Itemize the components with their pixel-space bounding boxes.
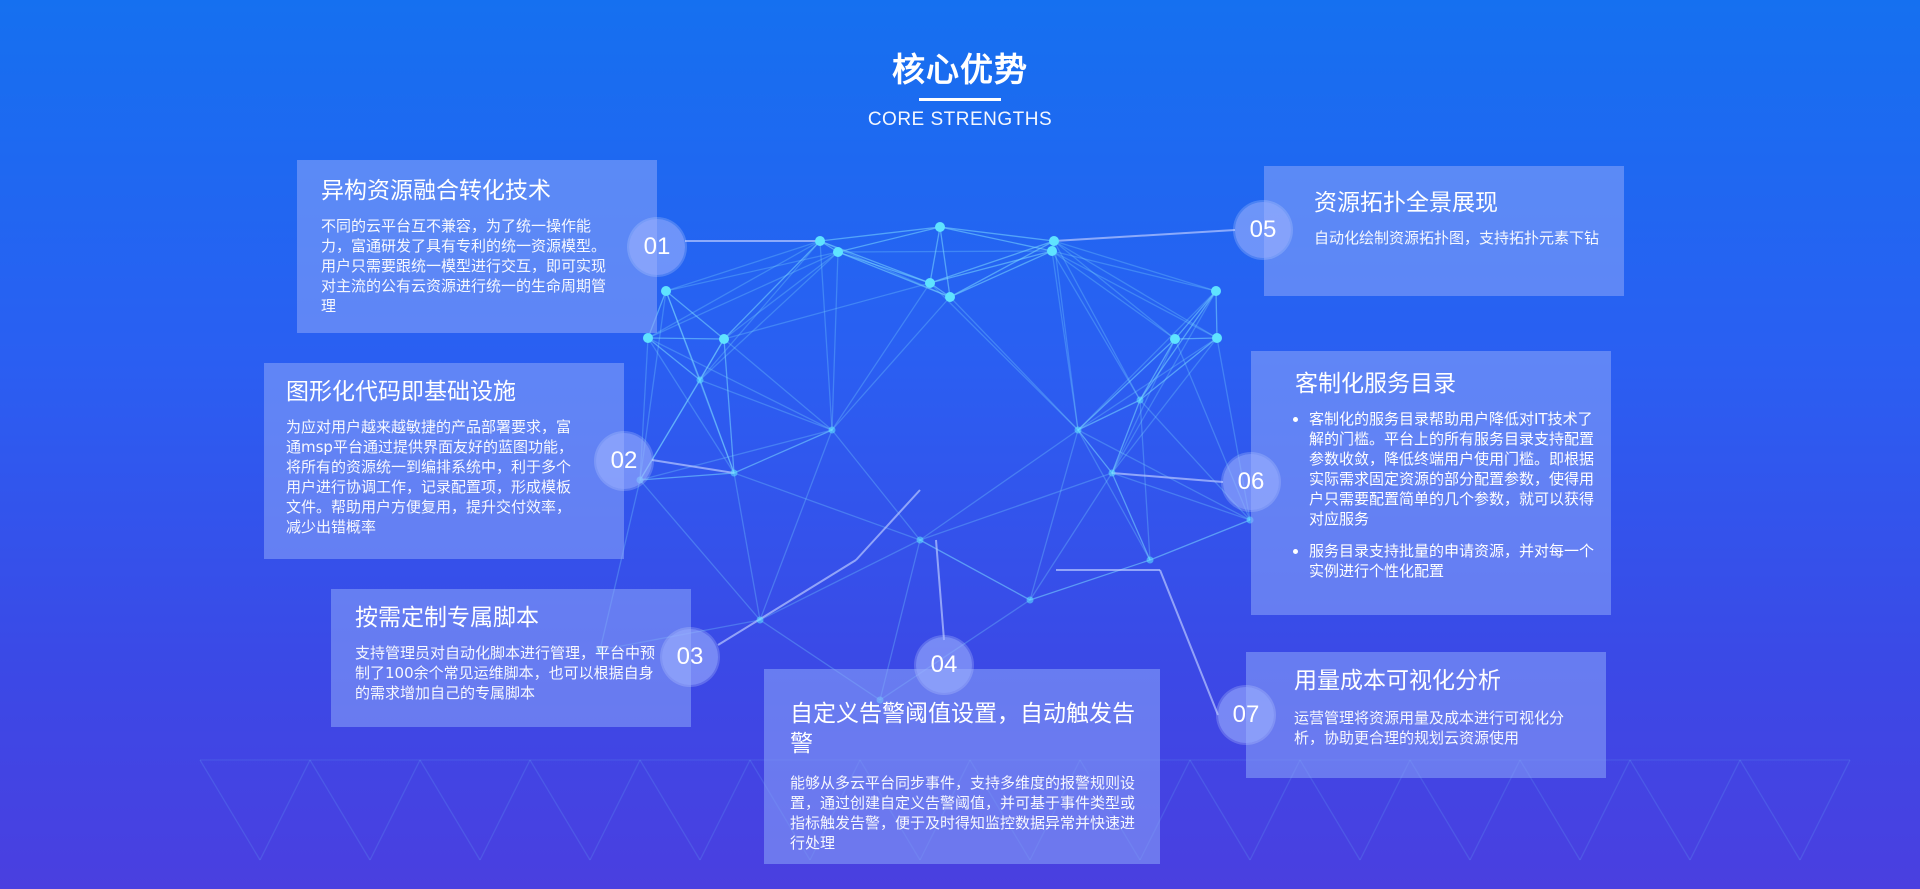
feature-card-02: 图形化代码即基础设施 为应对用户越来越敏捷的产品部署要求，富通msp平台通过提供… [264, 363, 624, 559]
feature-title: 自定义告警阈值设置，自动触发告警 [790, 701, 1135, 757]
list-item: 客制化的服务目录帮助用户降低对IT技术了解的门槛。平台上的所有服务目录支持配置参… [1309, 409, 1603, 529]
feature-card-04: 自定义告警阈值设置，自动触发告警 能够从多云平台同步事件，支持多维度的报警规则设… [764, 669, 1160, 864]
feature-title: 图形化代码即基础设施 [286, 379, 516, 405]
list-item: 服务目录支持批量的申请资源，并对每一个实例进行个性化配置 [1309, 541, 1603, 581]
feature-badge-06: 06 [1223, 454, 1279, 510]
feature-card-01: 异构资源融合转化技术 不同的云平台互不兼容，为了统一操作能力，富通研发了具有专利… [297, 160, 657, 333]
header: 核心优势 CORE STRENGTHS [0, 48, 1920, 131]
feature-badge-05: 05 [1235, 202, 1291, 258]
feature-title: 用量成本可视化分析 [1294, 668, 1501, 694]
feature-card-05: 资源拓扑全景展现 自动化绘制资源拓扑图，支持拓扑元素下钻 [1264, 166, 1624, 296]
feature-desc: 能够从多云平台同步事件，支持多维度的报警规则设置，通过创建自定义告警阈值，并可基… [790, 774, 1136, 852]
feature-desc: 支持管理员对自动化脚本进行管理，平台中预制了100余个常见运维脚本，也可以根据自… [355, 644, 656, 702]
feature-desc: 不同的云平台互不兼容，为了统一操作能力，富通研发了具有专利的统一资源模型。用户只… [321, 217, 607, 315]
feature-desc: 自动化绘制资源拓扑图，支持拓扑元素下钻 [1314, 229, 1600, 247]
page-subtitle: CORE STRENGTHS [867, 109, 1053, 130]
feature-badge-01: 01 [629, 219, 685, 275]
feature-card-03: 按需定制专属脚本 支持管理员对自动化脚本进行管理，平台中预制了100余个常见运维… [331, 589, 691, 727]
feature-desc: 为应对用户越来越敏捷的产品部署要求，富通msp平台通过提供界面友好的蓝图功能，将… [286, 418, 573, 536]
feature-badge-07: 07 [1218, 687, 1274, 743]
feature-title: 按需定制专属脚本 [355, 605, 539, 631]
feature-bullets: 客制化的服务目录帮助用户降低对IT技术了解的门槛。平台上的所有服务目录支持配置参… [1295, 409, 1603, 581]
feature-title: 客制化服务目录 [1295, 371, 1456, 397]
title-underline [919, 98, 1001, 101]
page-title: 核心优势 [892, 50, 1028, 89]
feature-title: 资源拓扑全景展现 [1314, 190, 1498, 216]
feature-badge-02: 02 [596, 433, 652, 489]
feature-badge-04: 04 [916, 637, 972, 693]
feature-badge-03: 03 [662, 629, 718, 685]
feature-desc: 运营管理将资源用量及成本进行可视化分析，协助更合理的规划云资源使用 [1294, 709, 1565, 747]
feature-title: 异构资源融合转化技术 [321, 178, 551, 204]
feature-card-06: 客制化服务目录 客制化的服务目录帮助用户降低对IT技术了解的门槛。平台上的所有服… [1251, 351, 1611, 615]
feature-card-07: 用量成本可视化分析 运营管理将资源用量及成本进行可视化分析，协助更合理的规划云资… [1246, 652, 1606, 778]
